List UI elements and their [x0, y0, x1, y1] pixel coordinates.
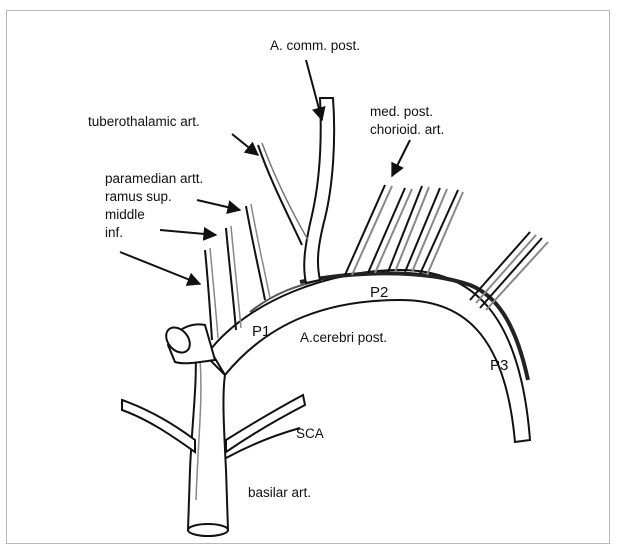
contralateral-stump	[161, 323, 215, 363]
medial-posterior-choroidal-branches	[345, 185, 463, 275]
arrow-med-post	[392, 140, 410, 176]
label-med-post-line2: chorioid. art.	[370, 122, 444, 137]
label-inf: inf.	[105, 225, 123, 240]
label-acerebri-post: A.cerebri post.	[300, 330, 387, 345]
arrow-tuberothalamic	[232, 134, 258, 155]
posterior-communicating-artery	[304, 98, 334, 283]
p3-branches	[470, 232, 548, 310]
label-p1: P1	[252, 323, 270, 340]
arrow-comm-post	[306, 60, 322, 120]
label-p3: P3	[490, 357, 508, 374]
arrow-ramus-sup	[197, 200, 240, 210]
label-basilar: basilar art.	[248, 485, 311, 500]
label-sca: SCA	[296, 426, 324, 441]
label-paramedian: paramedian artt.	[105, 171, 203, 186]
label-middle: middle	[105, 207, 145, 222]
arrow-middle	[160, 230, 216, 235]
label-ramus-sup: ramus sup.	[105, 189, 172, 204]
tuberothalamic-artery	[258, 143, 308, 245]
labels: A. comm. post. tuberothalamic art. med. …	[88, 38, 508, 500]
label-comm-post: A. comm. post.	[270, 38, 360, 53]
label-med-post-line1: med. post.	[370, 104, 433, 119]
label-p2: P2	[370, 284, 388, 301]
arrow-inf	[120, 252, 200, 284]
label-tuberothalamic: tuberothalamic art.	[88, 114, 200, 129]
